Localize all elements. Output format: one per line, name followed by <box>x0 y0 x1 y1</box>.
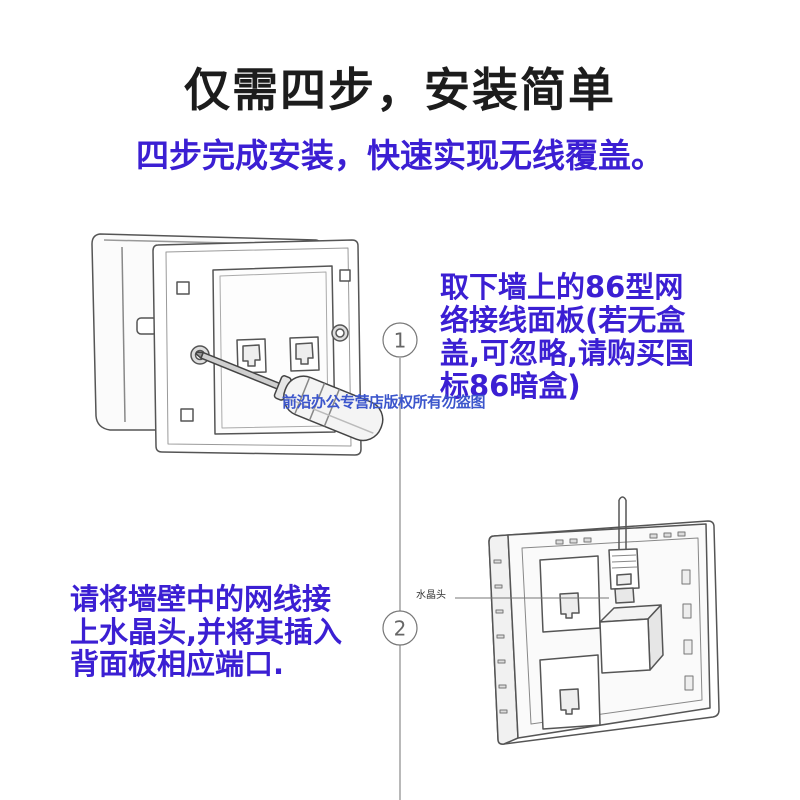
top-rib <box>649 533 658 539</box>
network-cable-end <box>618 496 627 501</box>
step-2-line: 请将墙壁中的网线接 <box>70 582 332 616</box>
face-plate-bevel <box>165 247 352 447</box>
side-rib <box>497 659 506 664</box>
rj45-connector <box>608 496 640 604</box>
screw-right-center <box>335 328 345 338</box>
right-slot <box>683 639 693 655</box>
plate-hole-top-left <box>176 281 190 295</box>
side-rib <box>493 559 502 564</box>
top-rib <box>583 537 592 543</box>
copyright-watermark: 前沿办公专营店版权所有勿盗图 <box>282 393 486 411</box>
connector-ridges <box>611 554 638 569</box>
network-cable <box>618 500 627 552</box>
top-rib <box>677 531 686 537</box>
side-rib <box>496 634 505 639</box>
wall-box-inner-edge <box>121 246 126 423</box>
module-lower-port <box>559 688 580 715</box>
back-panel-illustration <box>488 496 720 745</box>
module-cube-front <box>599 618 651 674</box>
screwdriver-grip-shade <box>285 397 374 434</box>
rj45-port-right-slot <box>295 342 314 365</box>
step-1-line: 盖,可忽略,请购买国 <box>440 336 695 370</box>
plate-hole-bottom-left <box>180 408 194 422</box>
screwdriver-handle <box>282 375 384 442</box>
back-panel-top-ribs <box>555 531 686 545</box>
top-rib <box>663 532 672 538</box>
step-2-description: 请将墙壁中的网线接 上水晶头,并将其插入 背面板相应端口. <box>70 583 342 681</box>
right-slot <box>682 603 692 619</box>
step-2-line: 背面板相应端口. <box>70 647 285 681</box>
page-title: 仅需四步，安装简单 <box>184 63 616 117</box>
screwdriver-grip-ridges <box>294 377 341 427</box>
step-2-number: 2 <box>394 617 407 641</box>
module-upper-port <box>559 592 580 619</box>
top-rib <box>569 538 578 544</box>
plate-hole-top-right <box>339 269 351 282</box>
back-panel-recess <box>521 537 703 725</box>
step-2-line: 上水晶头,并将其插入 <box>70 614 343 649</box>
step-1-line: 标86暗盒) <box>440 369 581 403</box>
side-rib <box>494 584 503 589</box>
top-rib <box>555 539 564 545</box>
side-rib <box>499 709 508 714</box>
step-1-number: 1 <box>394 329 407 353</box>
step-1-line: 络接线面板(若无盒 <box>440 303 686 337</box>
rj45-port-left <box>236 338 267 374</box>
back-panel-side-ribs <box>493 559 508 714</box>
screwdriver-tip <box>195 351 204 359</box>
connector-head <box>614 587 635 604</box>
right-slot <box>684 675 694 691</box>
side-rib <box>498 684 507 689</box>
right-slot <box>681 569 691 585</box>
rj45-callout-label: 水晶头 <box>416 590 446 601</box>
side-rib <box>495 609 504 614</box>
screw-right <box>331 324 349 342</box>
screwdriver <box>195 351 384 442</box>
step-1-line: 取下墙上的86型网 <box>440 270 684 304</box>
back-panel-right-slots <box>681 569 694 691</box>
step-1-circle <box>382 322 418 358</box>
step-2-circle <box>382 610 418 646</box>
rj45-port-right <box>289 336 320 372</box>
connector-clip <box>616 573 632 586</box>
step-timeline: 1 2 <box>382 322 418 800</box>
rj45-port-left-slot <box>242 344 261 367</box>
page-subtitle: 四步完成安装，快速实现无线覆盖。 <box>136 136 664 175</box>
step-1-description: 取下墙上的86型网 络接线面板(若无盒 盖,可忽略,请购买国 标86暗盒) <box>440 271 694 403</box>
